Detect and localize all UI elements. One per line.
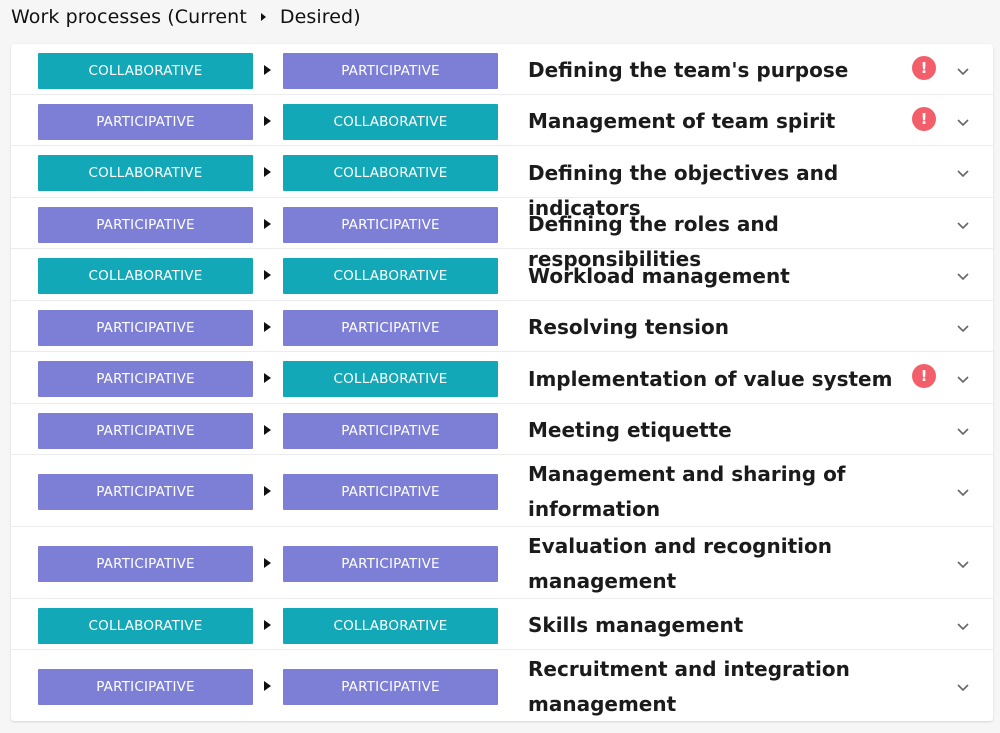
process-row[interactable]: COLLABORATIVE COLLABORATIVE Skills managem… <box>11 599 993 650</box>
chevron-down-icon[interactable] <box>956 427 970 437</box>
transition-arrow-icon <box>264 321 271 332</box>
desired-mode-badge: PARTICIPATIVE <box>283 668 498 705</box>
current-mode-badge: PARTICIPATIVE <box>38 668 253 705</box>
process-title-line: Defining the roles and responsibilities <box>528 212 779 271</box>
process-title-line: Recruitment and integration <box>528 656 850 681</box>
current-mode-badge: PARTICIPATIVE <box>38 412 253 449</box>
process-title-line: Meeting etiquette <box>528 418 732 442</box>
process-row[interactable]: COLLABORATIVE COLLABORATIVE Defining the o… <box>11 146 993 220</box>
exclamation-icon: ! <box>912 364 936 388</box>
process-title-line: Resolving tension <box>528 315 729 339</box>
header-current-label: Work processes (Current <box>11 6 247 28</box>
chevron-down-icon[interactable] <box>956 221 970 231</box>
chevron-down-icon[interactable] <box>956 683 970 693</box>
process-title-line: Evaluation and recognition <box>528 534 832 558</box>
process-title: Management and sharing of information <box>528 457 948 527</box>
process-title: Management of team spirit <box>528 104 948 139</box>
chevron-down-icon[interactable] <box>956 375 970 385</box>
process-row[interactable]: COLLABORATIVE PARTICIPATIVE Defining the t… <box>11 44 993 95</box>
process-row[interactable]: PARTICIPATIVE PARTICIPATIVE Resolving tens… <box>11 301 993 352</box>
process-title: Evaluation and recognition management <box>528 529 948 599</box>
current-mode-badge: PARTICIPATIVE <box>38 546 253 582</box>
process-row[interactable]: PARTICIPATIVE PARTICIPATIVE Defining the r… <box>11 198 993 271</box>
process-row[interactable]: COLLABORATIVE COLLABORATIVE Workload manag… <box>11 249 993 301</box>
process-title-line: Defining the objectives and indicators <box>528 160 839 220</box>
current-mode-badge: PARTICIPATIVE <box>38 103 253 140</box>
process-title-line: management <box>528 569 677 593</box>
exclamation-icon: ! <box>912 55 936 80</box>
process-title: Resolving tension <box>528 310 948 345</box>
chevron-down-icon[interactable] <box>956 169 970 179</box>
process-title-line: information <box>528 497 661 521</box>
process-title-line: Management of team spirit <box>528 109 836 133</box>
process-row[interactable]: PARTICIPATIVE COLLABORATIVE Management of … <box>11 95 993 146</box>
work-processes-list: COLLABORATIVE PARTICIPATIVE Defining the t… <box>11 44 993 721</box>
process-row[interactable]: PARTICIPATIVE COLLABORATIVE Implementation… <box>11 352 993 404</box>
header-desired-label: Desired) <box>279 6 361 28</box>
desired-mode-badge: COLLABORATIVE <box>283 361 498 397</box>
process-row[interactable]: PARTICIPATIVE PARTICIPATIVE Management and… <box>11 455 993 527</box>
process-title-line: Implementation of value system <box>528 366 893 391</box>
process-title: Skills management <box>528 608 948 643</box>
current-mode-badge: PARTICIPATIVE <box>38 474 253 510</box>
process-title: Meeting etiquette <box>528 413 948 448</box>
transition-arrow-icon <box>264 680 271 691</box>
current-mode-badge: COLLABORATIVE <box>38 258 253 294</box>
chevron-down-icon[interactable] <box>956 622 970 632</box>
process-title: Defining the objectives and indicators <box>528 156 948 226</box>
chevron-down-icon[interactable] <box>956 488 970 498</box>
transition-arrow-icon <box>264 270 271 280</box>
process-title: Defining the team's purpose <box>528 53 948 88</box>
transition-arrow-icon <box>264 619 271 630</box>
chevron-down-icon[interactable] <box>956 67 970 77</box>
current-mode-badge: PARTICIPATIVE <box>38 361 253 397</box>
transition-arrow-icon <box>264 167 271 177</box>
current-mode-badge: COLLABORATIVE <box>38 52 253 89</box>
desired-mode-badge: COLLABORATIVE <box>283 258 498 294</box>
process-row[interactable]: PARTICIPATIVE PARTICIPATIVE Recruitment an… <box>11 650 993 721</box>
transition-arrow-icon <box>264 218 271 229</box>
process-row[interactable]: PARTICIPATIVE PARTICIPATIVE Evaluation and… <box>11 527 993 599</box>
desired-mode-badge: PARTICIPATIVE <box>283 309 498 346</box>
current-mode-badge: PARTICIPATIVE <box>38 309 253 346</box>
process-title: Recruitment and integration management <box>528 652 948 722</box>
desired-mode-badge: COLLABORATIVE <box>283 607 498 644</box>
process-title-line: Defining the team's purpose <box>528 58 849 82</box>
transition-arrow-icon <box>264 424 271 435</box>
transition-arrow-icon <box>264 115 271 126</box>
process-title: Defining the roles and responsibilities <box>528 207 948 277</box>
desired-mode-badge: PARTICIPATIVE <box>283 206 498 243</box>
current-mode-badge: COLLABORATIVE <box>38 607 253 644</box>
chevron-down-icon[interactable] <box>956 118 970 128</box>
exclamation-icon: ! <box>912 106 936 131</box>
desired-mode-badge: PARTICIPATIVE <box>283 52 498 89</box>
current-mode-badge: PARTICIPATIVE <box>38 206 253 243</box>
desired-mode-badge: PARTICIPATIVE <box>283 474 498 510</box>
process-title-line: management <box>528 691 677 716</box>
chevron-down-icon[interactable] <box>956 324 970 334</box>
process-title-line: Skills management <box>528 613 744 637</box>
process-title: Workload management <box>528 259 948 294</box>
header-arrow-icon <box>260 13 266 21</box>
process-title-line: Management and sharing of <box>528 462 846 486</box>
transition-arrow-icon <box>264 64 271 75</box>
process-title: Implementation of value system <box>528 362 948 397</box>
desired-mode-badge: PARTICIPATIVE <box>283 546 498 582</box>
chevron-down-icon[interactable] <box>956 272 970 282</box>
current-mode-badge: COLLABORATIVE <box>38 155 253 191</box>
section-header: Work processes (Current Desired) <box>11 2 361 32</box>
process-row[interactable]: PARTICIPATIVE PARTICIPATIVE Meeting etique… <box>11 404 993 455</box>
process-title-line: Workload management <box>528 263 790 288</box>
chevron-down-icon[interactable] <box>956 560 970 570</box>
desired-mode-badge: COLLABORATIVE <box>283 103 498 140</box>
desired-mode-badge: COLLABORATIVE <box>283 155 498 191</box>
desired-mode-badge: PARTICIPATIVE <box>283 412 498 449</box>
transition-arrow-icon <box>264 558 271 568</box>
transition-arrow-icon <box>264 373 271 383</box>
transition-arrow-icon <box>264 486 271 496</box>
